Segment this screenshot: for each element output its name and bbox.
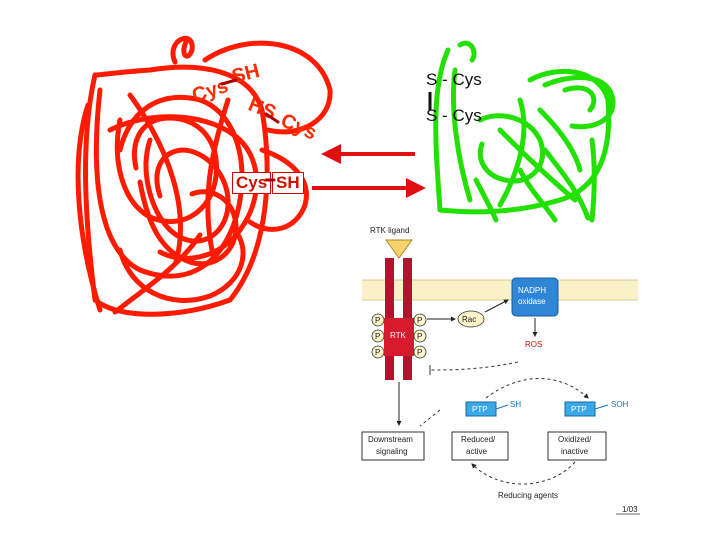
rac-label: Rac: [462, 315, 477, 324]
downstream-label-line1: Downstream: [368, 435, 413, 444]
rtk-label: RTK: [390, 331, 406, 340]
rac-oval: [457, 310, 485, 328]
rtk-kinase-block: [384, 318, 414, 356]
reducing-agents-label: Reducing agents: [498, 491, 559, 500]
sh-label: SH: [510, 400, 522, 409]
green-strand-right-leg: [589, 137, 597, 223]
red-strand-inner-4: [107, 114, 259, 261]
red-strand-cross-2: [205, 97, 231, 263]
downstream-label-line2: signaling: [376, 447, 408, 456]
red-strand-right-wing: [247, 147, 309, 232]
reduced-active-box: [451, 431, 509, 461]
red-strand-inner-1: [114, 115, 219, 224]
green-strand-head: [542, 75, 616, 130]
red-strand-far-left: [75, 102, 103, 313]
green-strand-top-ring: [457, 40, 477, 63]
reduced-cys-label-bottom: Cys: [232, 172, 272, 194]
disulfide-label-bottom: S - Cys: [426, 106, 482, 125]
red-strand-cross-1: [127, 92, 183, 265]
reduced-label-line1: Reduced/: [461, 435, 496, 444]
green-strand-cross: [537, 107, 583, 173]
cell-membrane: [362, 280, 638, 300]
rtk-ligand-label: RTK ligand: [370, 226, 410, 235]
ros-label: ROS: [525, 340, 543, 349]
nadph-oxidase-box: [511, 277, 559, 317]
reduced-sh-label-bottom: SH: [272, 172, 304, 194]
green-strand-body-3: [497, 97, 527, 208]
green-strand-left-leg: [473, 177, 499, 223]
oxidized-label-line2: inactive: [561, 447, 589, 456]
nadph-label-line1: NADPH: [518, 286, 547, 295]
nadph-label-line2: oxidase: [518, 297, 546, 306]
red-strand-top-loop: [170, 35, 195, 65]
phospho-label-r1: P: [417, 316, 423, 325]
phospho-label-r2: P: [417, 332, 423, 341]
green-strand-snout: [562, 85, 597, 113]
reduced-label-line2: active: [466, 447, 487, 456]
red-strand-inner-3: [137, 179, 239, 267]
red-strand-outer: [83, 64, 270, 317]
oxidized-label-line1: Oxidized/: [558, 435, 592, 444]
soh-label: SOH: [611, 400, 629, 409]
ptp-reduced-label: PTP: [472, 405, 488, 414]
disulfide-label-top: S - Cys: [426, 70, 482, 89]
red-strand-right-lobe: [202, 40, 333, 135]
oxidized-inactive-box: [547, 431, 607, 461]
downstream-box: [361, 431, 425, 461]
ptp-oxidized-label: PTP: [571, 405, 587, 414]
phospho-label-l3: P: [375, 348, 381, 357]
phospho-label-r3: P: [417, 348, 423, 357]
green-strand-left: [451, 67, 473, 203]
corner-tag: 1/03: [622, 505, 638, 514]
green-strand-body-2: [497, 127, 578, 203]
red-strand-lower-loop: [117, 229, 246, 303]
red-strand-inner-2: [143, 137, 231, 244]
rtk-ligand-shape: [385, 239, 413, 259]
green-strand-legs: [517, 147, 591, 223]
red-strand-tail: [112, 232, 203, 315]
phospho-label-l2: P: [375, 332, 381, 341]
phospho-label-l1: P: [375, 316, 381, 325]
